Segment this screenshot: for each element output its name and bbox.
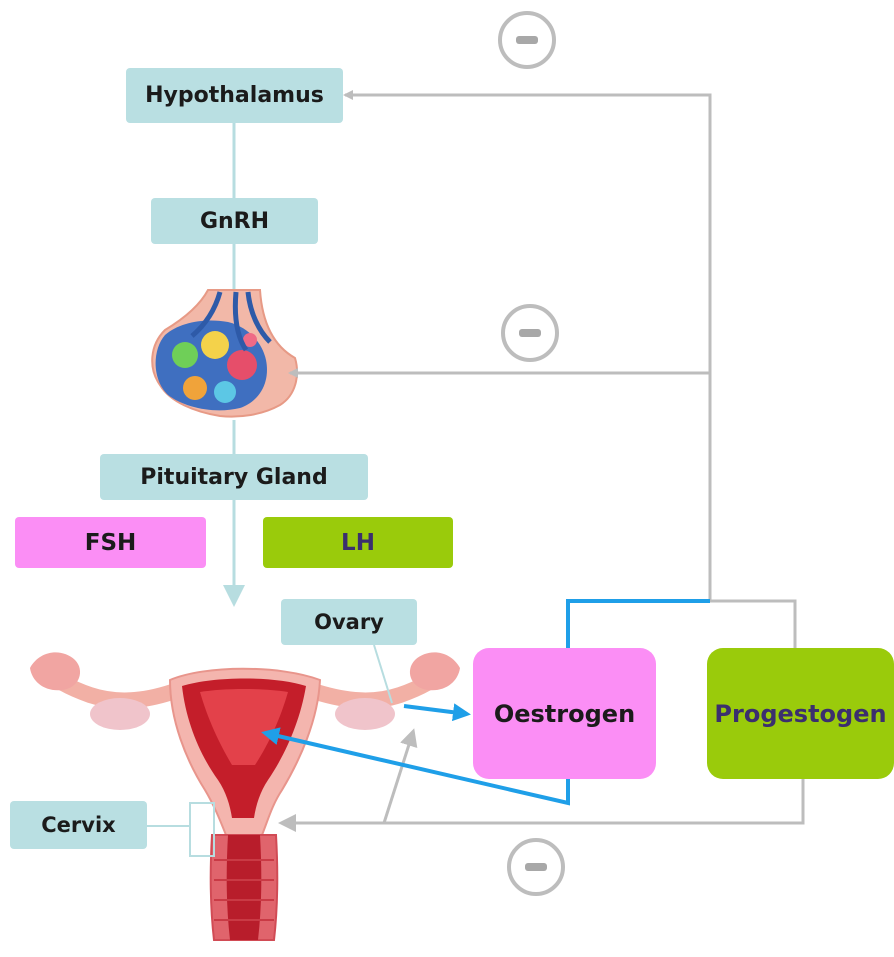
pituitary-gland-illustration: [152, 290, 297, 417]
fsh-label: FSH: [15, 517, 206, 568]
cervix-bracket: [147, 803, 214, 856]
uterus-illustration: [30, 652, 460, 940]
minus-circle-icon: [503, 306, 557, 360]
minus-circle-icon: [509, 840, 563, 894]
ovary-label: Ovary: [281, 599, 417, 645]
gnrh-label: GnRH: [151, 198, 318, 244]
hypothalamus-label: Hypothalamus: [126, 68, 343, 123]
lh-label: LH: [263, 517, 453, 568]
oestrogen-box: Oestrogen: [473, 648, 656, 779]
pituitary-gland-label: Pituitary Gland: [100, 454, 368, 500]
progestogen-box: Progestogen: [707, 648, 894, 779]
cervix-label: Cervix: [10, 801, 147, 849]
minus-circle-icon: [500, 13, 554, 67]
